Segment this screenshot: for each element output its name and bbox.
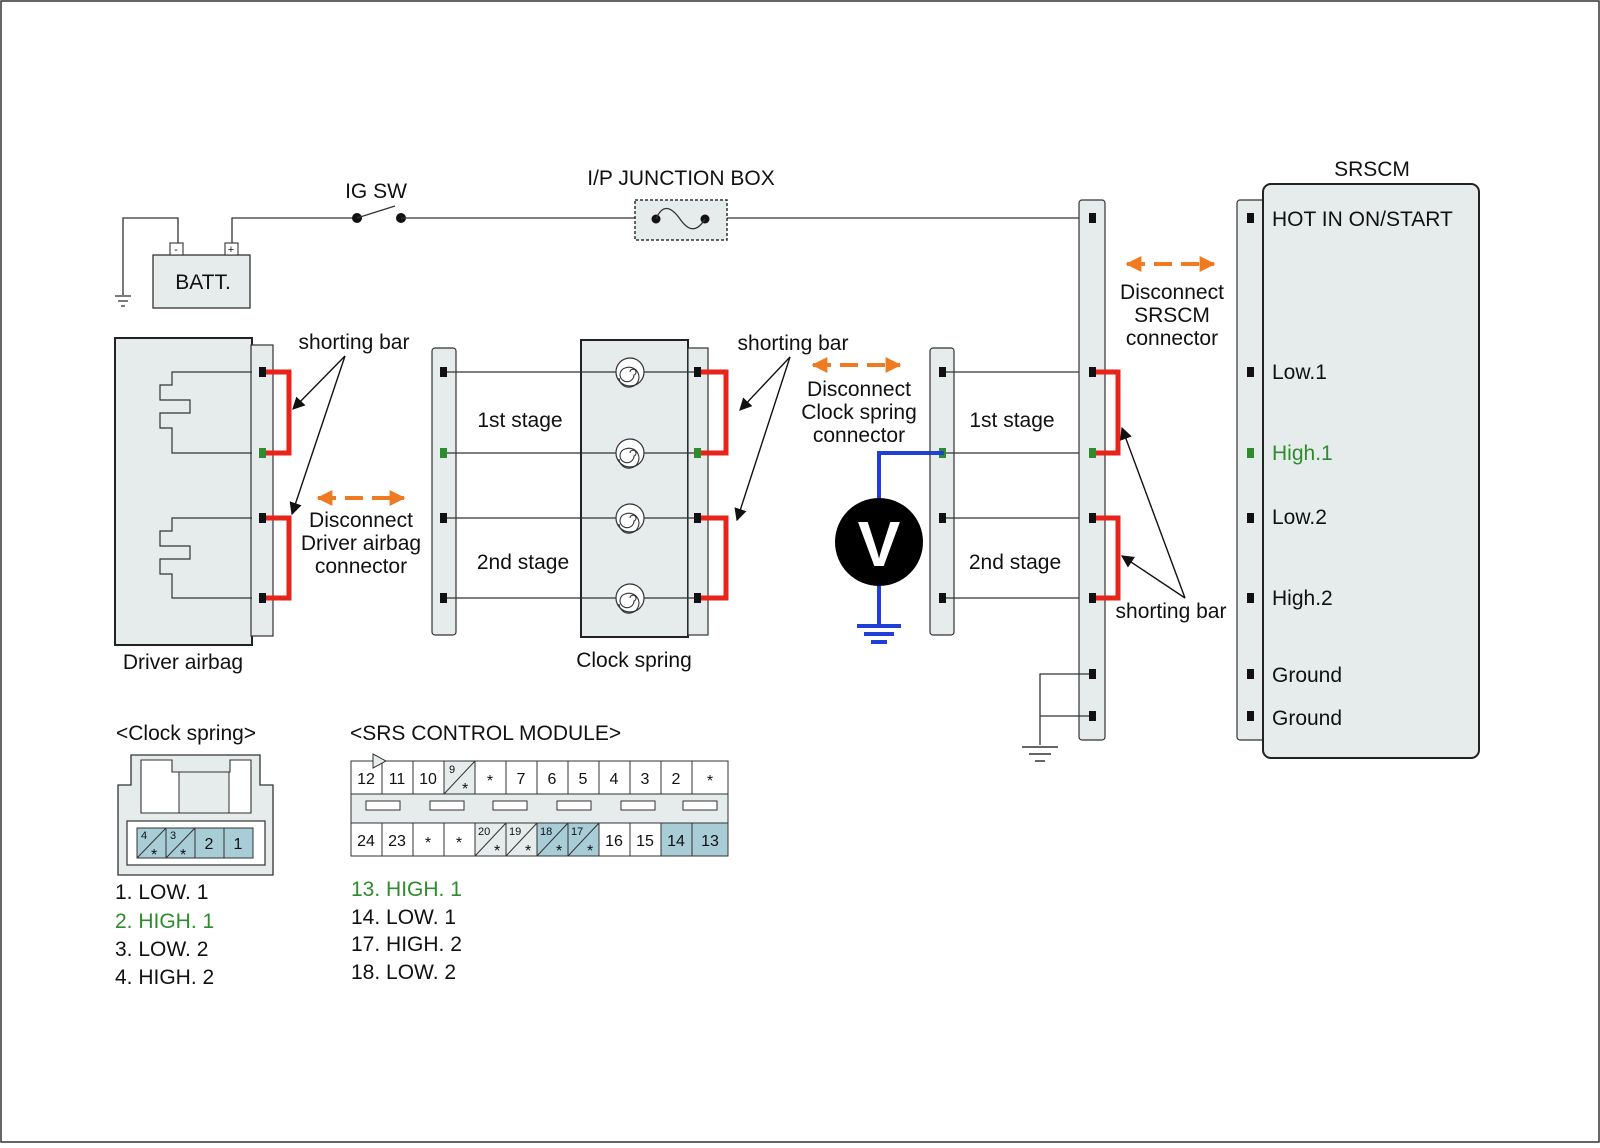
srscm-pin-hot: HOT IN ON/START: [1272, 208, 1453, 231]
clock-spring: [580, 339, 729, 638]
batt-plus-label: +: [228, 244, 234, 256]
srs-pin-2: 2: [672, 771, 681, 788]
srs-pin-8-star: *: [487, 773, 493, 790]
srscm-pin-low1: Low.1: [1272, 361, 1327, 384]
srscm-harness-connector-a: [929, 347, 955, 636]
srs-module-connector-title: <SRS CONTROL MODULE>: [350, 722, 621, 745]
cs-legend-1: 1. LOW. 1: [115, 881, 208, 904]
srscm-harness-connector-b: [1078, 199, 1121, 741]
srs-pin-4: 4: [610, 771, 619, 788]
clock-spring-connector-title: <Clock spring>: [116, 722, 256, 745]
srscm-pin-high1: High.1: [1272, 442, 1333, 465]
srs-pin-20-star: *: [494, 843, 500, 860]
disconnect-clock-line3: connector: [813, 424, 905, 447]
disconnect-driver-line3: connector: [315, 555, 407, 578]
srs-pin-22-star: *: [425, 835, 431, 852]
cs-pin-4: 4: [141, 830, 147, 842]
srs-pin-19: 19: [509, 826, 521, 838]
srs-pin-6: 6: [548, 771, 557, 788]
srs-pin-10: 10: [419, 771, 437, 788]
battery: - + BATT.: [152, 242, 251, 309]
srs-pin-18: 18: [540, 826, 552, 838]
disconnect-srscm-line3: connector: [1126, 327, 1218, 350]
srs-legend-2: 14. LOW. 1: [351, 906, 456, 929]
shorting-bar-label-1: shorting bar: [299, 331, 410, 354]
srscm-pin-low2: Low.2: [1272, 506, 1327, 529]
srs-pin-7: 7: [517, 771, 526, 788]
srs-pin-5: 5: [579, 771, 588, 788]
power-supply-line: - + BATT.: [115, 199, 1093, 309]
srs-legend-3: 17. HIGH. 2: [351, 933, 462, 956]
stage-1-left-label: 1st stage: [477, 409, 562, 432]
cs-pin-1: 1: [234, 836, 243, 853]
batt-label: BATT.: [175, 271, 231, 294]
srs-pin-9-star: *: [462, 781, 468, 798]
disconnect-srscm-line1: Disconnect: [1120, 281, 1224, 304]
srs-pin-21-star: *: [456, 835, 462, 852]
cs-legend-4: 4. HIGH. 2: [115, 966, 214, 989]
srs-pin-19-star: *: [525, 843, 531, 860]
voltmeter-symbol: V: [858, 508, 901, 580]
srs-pin-13: 13: [701, 833, 719, 850]
driver-airbag-label: Driver airbag: [123, 651, 243, 674]
cs-legend-3: 3. LOW. 2: [115, 938, 208, 961]
cs-pin-3-star: *: [180, 847, 186, 864]
srs-pin-9: 9: [449, 764, 455, 776]
shorting-bar-label-3: shorting bar: [1116, 600, 1227, 623]
srscm-title: SRSCM: [1334, 158, 1410, 181]
srs-pin-23: 23: [388, 833, 406, 850]
stage-1-right-label: 1st stage: [969, 409, 1054, 432]
srscm-pin-high2: High.2: [1272, 587, 1333, 610]
srs-pin-11: 11: [389, 771, 406, 788]
shorting-bar-label-2: shorting bar: [738, 332, 849, 355]
driver-airbag: [114, 337, 292, 646]
ig-sw-label: IG SW: [345, 180, 407, 203]
srs-pin-15: 15: [636, 833, 654, 850]
srs-pin-3: 3: [641, 771, 650, 788]
voltmeter: V: [835, 451, 944, 644]
srs-pin-14: 14: [667, 833, 685, 850]
disconnect-driver-line2: Driver airbag: [301, 532, 421, 555]
cs-pin-2: 2: [205, 836, 214, 853]
disconnect-driver-line1: Disconnect: [309, 509, 413, 532]
disconnect-srscm-line2: SRSCM: [1134, 304, 1210, 327]
disconnect-clock-line1: Disconnect: [807, 378, 911, 401]
cs-legend-2: 2. HIGH. 1: [115, 910, 214, 933]
stage-2-left-label: 2nd stage: [477, 551, 569, 574]
cs-pin-4-star: *: [151, 847, 157, 864]
srs-module-connector: [350, 753, 729, 857]
cs-pin-3: 3: [170, 830, 176, 842]
srs-legend-1: 13. HIGH. 1: [351, 878, 462, 901]
srscm-module: HOT IN ON/START Low.1 High.1 Low.2 High.…: [1236, 183, 1480, 759]
ig-switch: [352, 205, 406, 223]
srs-pin-24: 24: [357, 833, 375, 850]
srs-pin-17-star: *: [587, 843, 593, 860]
srs-pin-18-star: *: [556, 843, 562, 860]
clock-spring-label: Clock spring: [576, 649, 692, 672]
srs-pin-16: 16: [605, 833, 623, 850]
disconnect-clock-line2: Clock spring: [801, 401, 917, 424]
srscm-pin-ground2: Ground: [1272, 707, 1342, 730]
batt-minus-label: -: [174, 244, 178, 256]
srs-pin-17: 17: [571, 826, 583, 838]
clock-spring-harness-connector: [431, 347, 457, 636]
srscm-pin-ground1: Ground: [1272, 664, 1342, 687]
ip-junction-box-label: I/P JUNCTION BOX: [587, 167, 774, 190]
ip-junction-box: [634, 199, 728, 241]
srs-pin-12: 12: [357, 771, 375, 788]
srs-pin-1-star: *: [707, 773, 713, 790]
clock-spring-connector: 4 * 3 * 2 1: [117, 754, 274, 876]
stage-2-right-label: 2nd stage: [969, 551, 1061, 574]
srs-pin-20: 20: [478, 826, 490, 838]
srs-legend-4: 18. LOW. 2: [351, 961, 456, 984]
